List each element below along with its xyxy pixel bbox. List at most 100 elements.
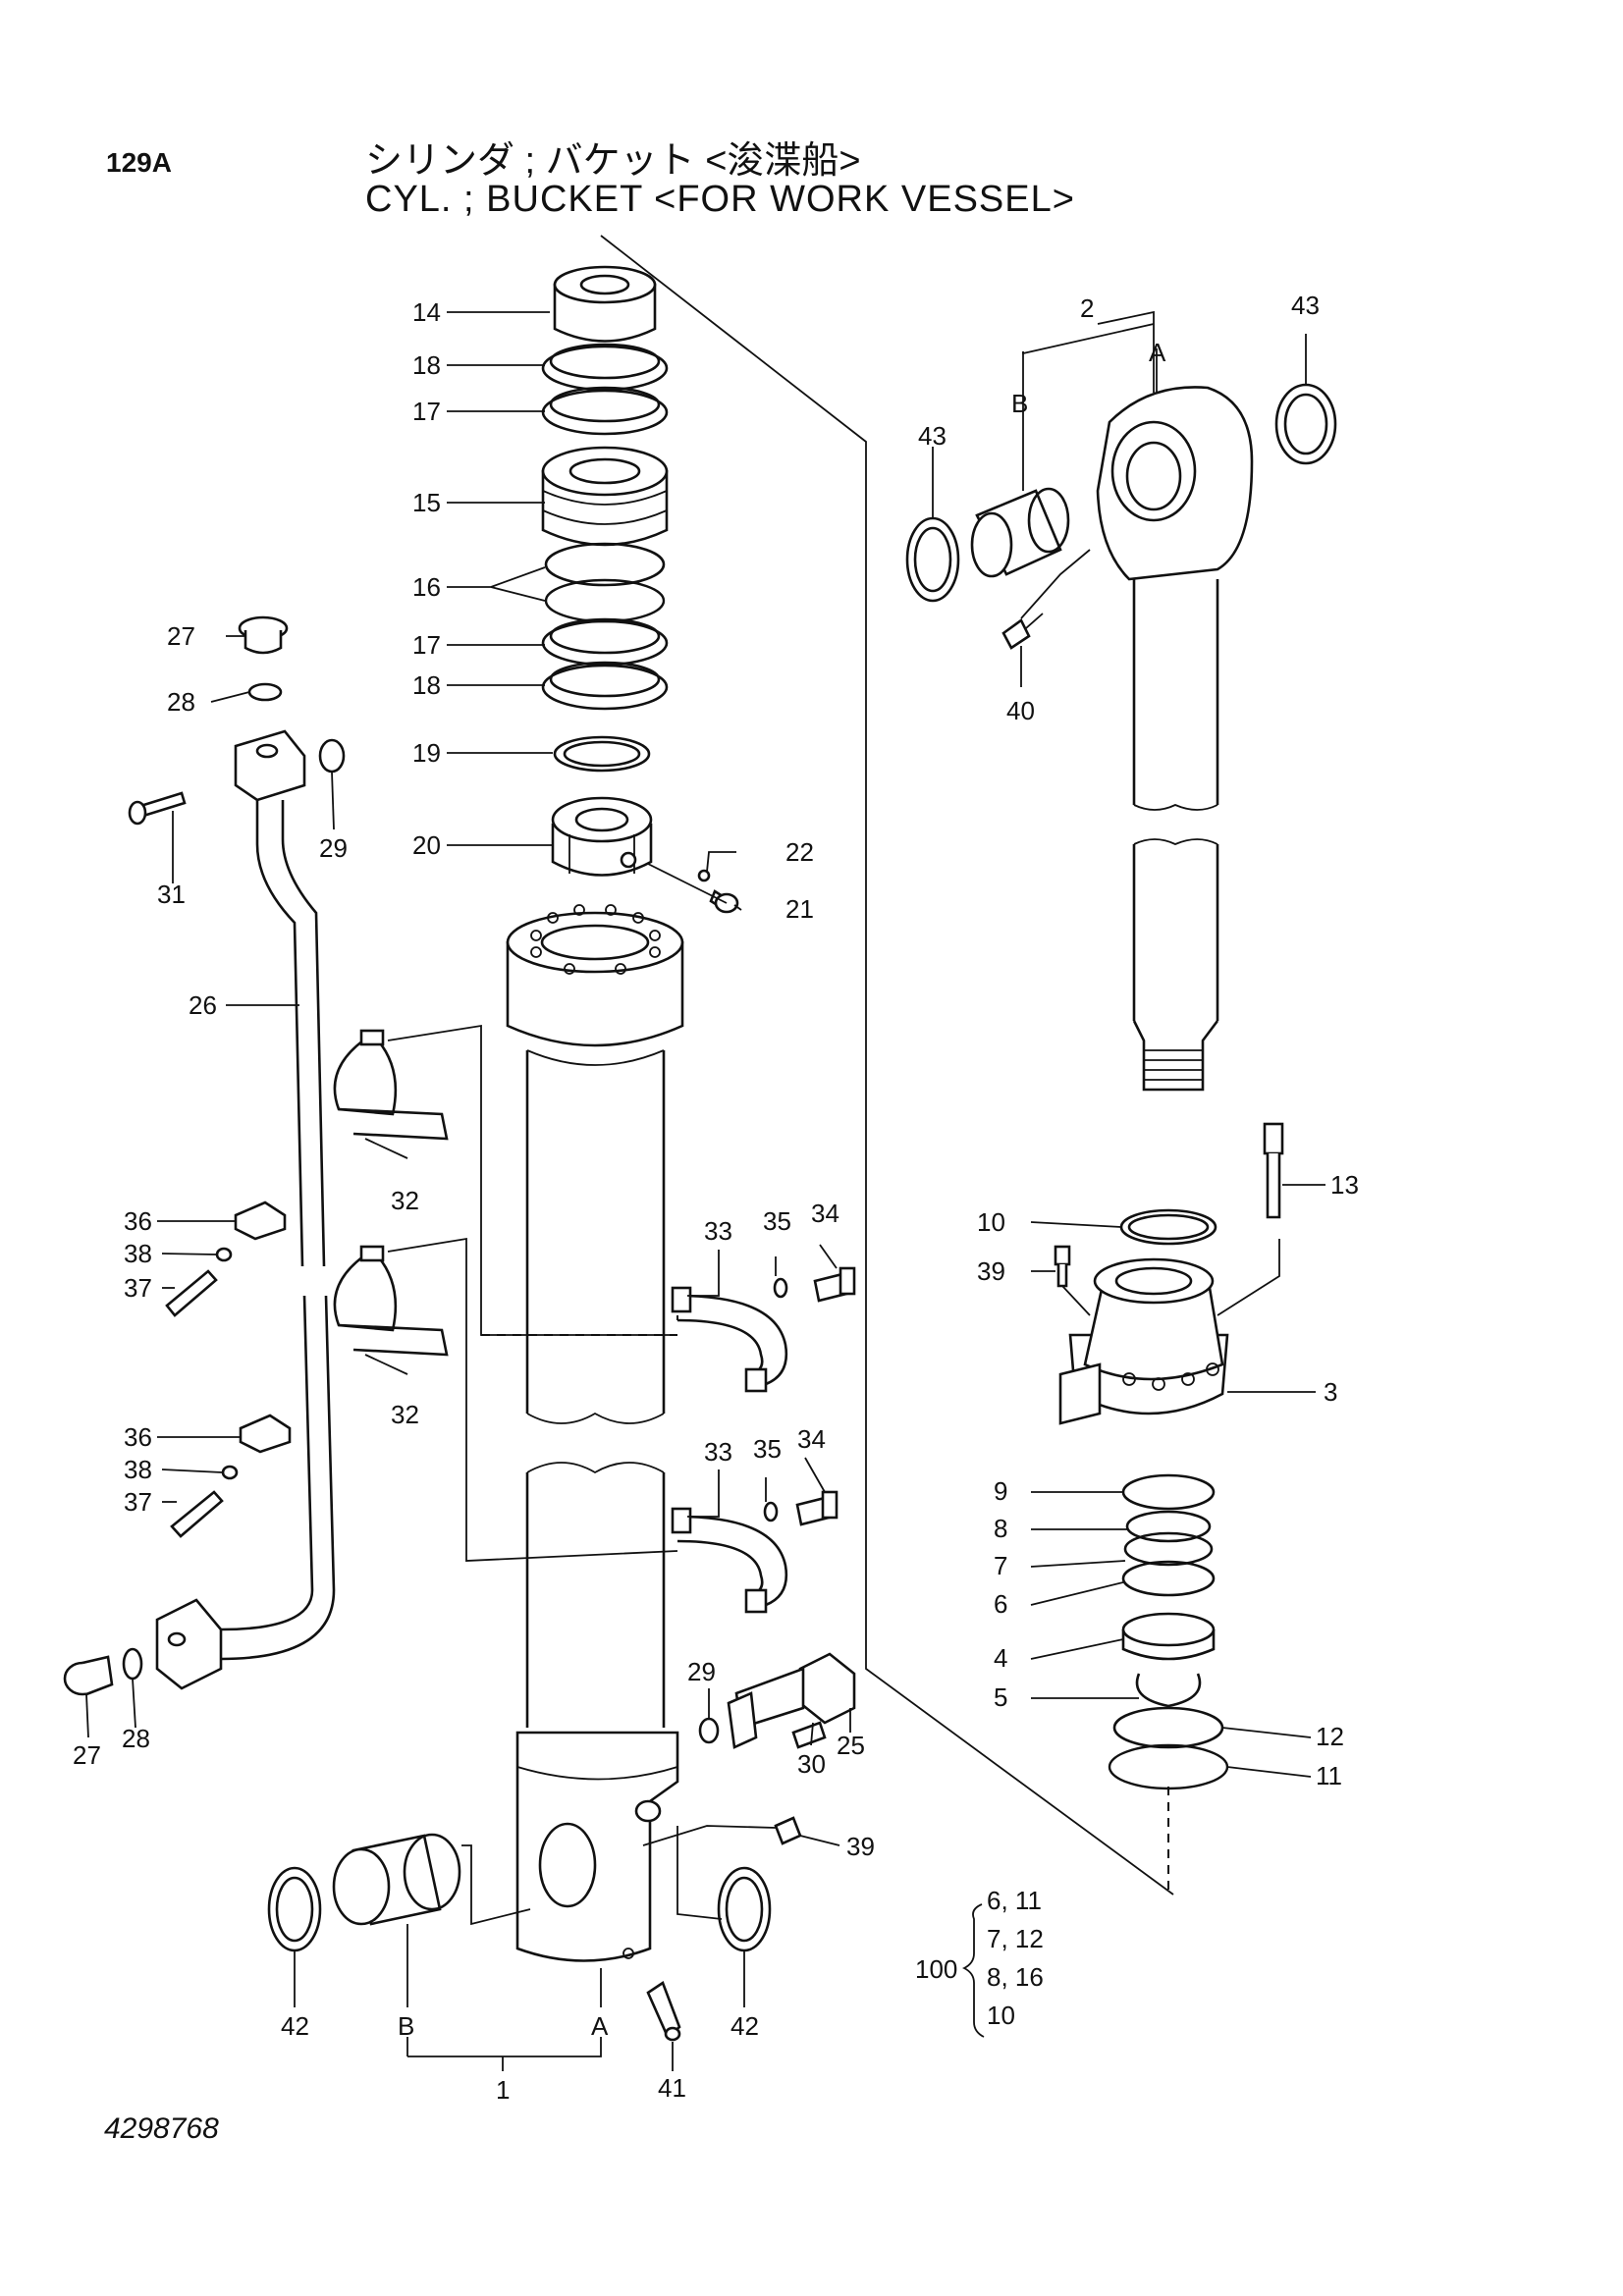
part-32-clamp-upper [333,1029,449,1141]
part-39-vent-plug [1054,1245,1071,1288]
callout-9: 9 [994,1476,1007,1506]
callout-35: 35 [763,1206,791,1236]
head-group-frame [600,235,1174,1896]
part-13-socket-bolt [1263,1122,1284,1219]
callout-33: 33 [704,1437,732,1467]
callout-29: 29 [319,833,348,863]
callout-42: 42 [281,2011,309,2041]
block-flange-bottom [155,1598,223,1690]
part-15-rod-cover-packing [541,446,669,547]
hardware-34-35-lower [763,1490,839,1526]
callout-18: 18 [412,350,441,380]
part-28-oring-top [247,682,283,702]
part-28-oring-bottom [122,1647,143,1681]
piston-rod-eye [1096,386,1254,1092]
callout-22: 22 [785,837,814,867]
callout-39: 39 [977,1256,1005,1286]
seal-kit-list: 100 6, 11 7, 12 8, 16 10 [915,1886,1044,2030]
kit-line-3: 8, 16 [987,1962,1044,1992]
leader-lines [85,310,1325,2071]
hardware-34-35-upper [773,1266,856,1303]
callout-40: 40 [1006,696,1035,725]
part-33-clamp-lower [671,1507,788,1614]
callout-43: 43 [1291,291,1320,320]
bushing-B-bottom [332,1833,461,1926]
dust-seal-43-right [1274,383,1337,465]
callout-13: 13 [1330,1170,1359,1200]
kit-number: 100 [915,1954,957,1984]
callout-2: 2 [1080,294,1094,323]
callout-29: 29 [687,1657,716,1686]
callout-34: 34 [811,1199,839,1228]
callout-6: 6 [994,1589,1007,1619]
callout-20: 20 [412,830,441,860]
hardware-36-37-38-upper [165,1201,287,1317]
callout-37: 37 [124,1273,152,1303]
callout-39: 39 [846,1832,875,1861]
part-20-nut [551,796,653,877]
callout-A-rod: A [1149,338,1166,367]
callout-37: 37 [124,1487,152,1517]
part-3-cylinder-head [1058,1257,1229,1425]
part-25-block [727,1652,856,1749]
callout-5: 5 [994,1682,1007,1712]
callout-36: 36 [124,1206,152,1236]
part-27-plug-top [238,615,289,655]
assembly-guide-lines [387,549,1280,1926]
part-16-seal-set [544,542,666,623]
callout-38: 38 [124,1455,152,1484]
part-10-oring [1119,1208,1217,1246]
dust-seal-43-left [905,516,960,603]
callout-25: 25 [837,1731,865,1760]
hardware-36-37-38-lower [170,1414,292,1538]
callout-10: 10 [977,1207,1005,1237]
piston-seal-stack [1108,1473,1229,1790]
part-33-clamp-upper [671,1286,788,1393]
callout-16: 16 [412,572,441,602]
page-number: 129A [106,147,172,178]
kit-line-1: 6, 11 [987,1886,1042,1915]
part-30-bolt [791,1721,827,1749]
callout-38: 38 [124,1239,152,1268]
part-18-ring-lower [541,661,669,711]
callout-1: 1 [496,2075,510,2105]
callout-31: 31 [157,880,186,909]
callout-36: 36 [124,1422,152,1452]
callout-17: 17 [412,397,441,426]
part-29-oring-bottom [698,1717,720,1744]
part-17-ring-lower [541,617,669,667]
cylinder-tube-upper [506,904,684,1424]
callout-30: 30 [797,1749,826,1779]
callout-42: 42 [730,2011,759,2041]
part-22-ball [697,869,711,882]
callout-8: 8 [994,1514,1007,1543]
cylinder-tube-lower [515,1462,679,1962]
part-29-oring-top [318,738,346,774]
part-18-ring-top [541,343,669,392]
part-40-grease-fitting [1001,613,1044,650]
callout-12: 12 [1316,1722,1344,1751]
callout-7: 7 [994,1551,1007,1580]
document-number: 4298768 [104,2112,219,2145]
part-39-vent-lower [774,1816,802,1845]
callout-A-tube: A [591,2011,609,2041]
part-14-bushing [553,265,657,343]
callout-17: 17 [412,630,441,660]
part-27-plug-bottom [63,1655,114,1696]
callout-43: 43 [918,421,947,451]
callout-35: 35 [753,1434,782,1464]
kit-line-4: 10 [987,2001,1015,2030]
callout-41: 41 [658,2073,686,2103]
callout-32: 32 [391,1186,419,1215]
kit-line-2: 7, 12 [987,1924,1044,1953]
bushing-B-rod [970,487,1070,578]
part-31-bolt [128,791,187,826]
part-32-clamp-lower [333,1245,449,1357]
callout-21: 21 [785,894,814,924]
callout-32: 32 [391,1400,419,1429]
callout-26: 26 [189,990,217,1020]
part-19-washer [553,735,651,773]
callout-28: 28 [167,687,195,717]
